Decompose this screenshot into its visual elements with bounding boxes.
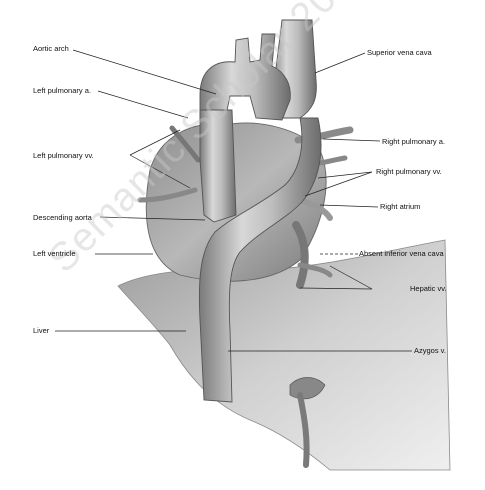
label-left-ventricle: Left ventricle [33,249,76,258]
label-hepatic-veins: Hepatic vv. [410,284,447,293]
label-right-pulmonary-artery: Right pulmonary a. [382,137,445,146]
liver-shape [117,239,451,471]
label-absent-ivc: Absent inferior vena cava [359,249,444,258]
label-right-pulmonary-veins: Right pulmonary vv. [376,167,442,176]
left-pulmonary-vein-2 [137,187,198,203]
aortic-arch-shape [199,33,291,121]
label-liver: Liver [33,326,50,335]
leader-lines-left [55,49,217,332]
label-superior-vena-cava: Superior vena cava [367,48,432,57]
hepatic-vein-1 [292,221,309,289]
label-aortic-arch: Aortic arch [33,44,69,53]
hepatic-vein-2 [297,262,333,278]
label-left-pulmonary-artery: Left pulmonary a. [33,86,91,95]
label-azygos-vein: Azygos v. [414,346,446,355]
label-right-atrium: Right atrium [380,202,421,211]
right-atrium-vessel [297,197,333,221]
leader-lines-right [228,52,412,352]
left-pulmonary-vein-1 [169,125,201,163]
lower-vessel-branch [297,392,310,468]
azygos-vein-shape [198,117,322,403]
descending-aorta-shape [199,109,237,223]
label-descending-aorta: Descending aorta [33,213,92,222]
label-left-pulmonary-veins: Left pulmonary vv. [33,151,94,160]
